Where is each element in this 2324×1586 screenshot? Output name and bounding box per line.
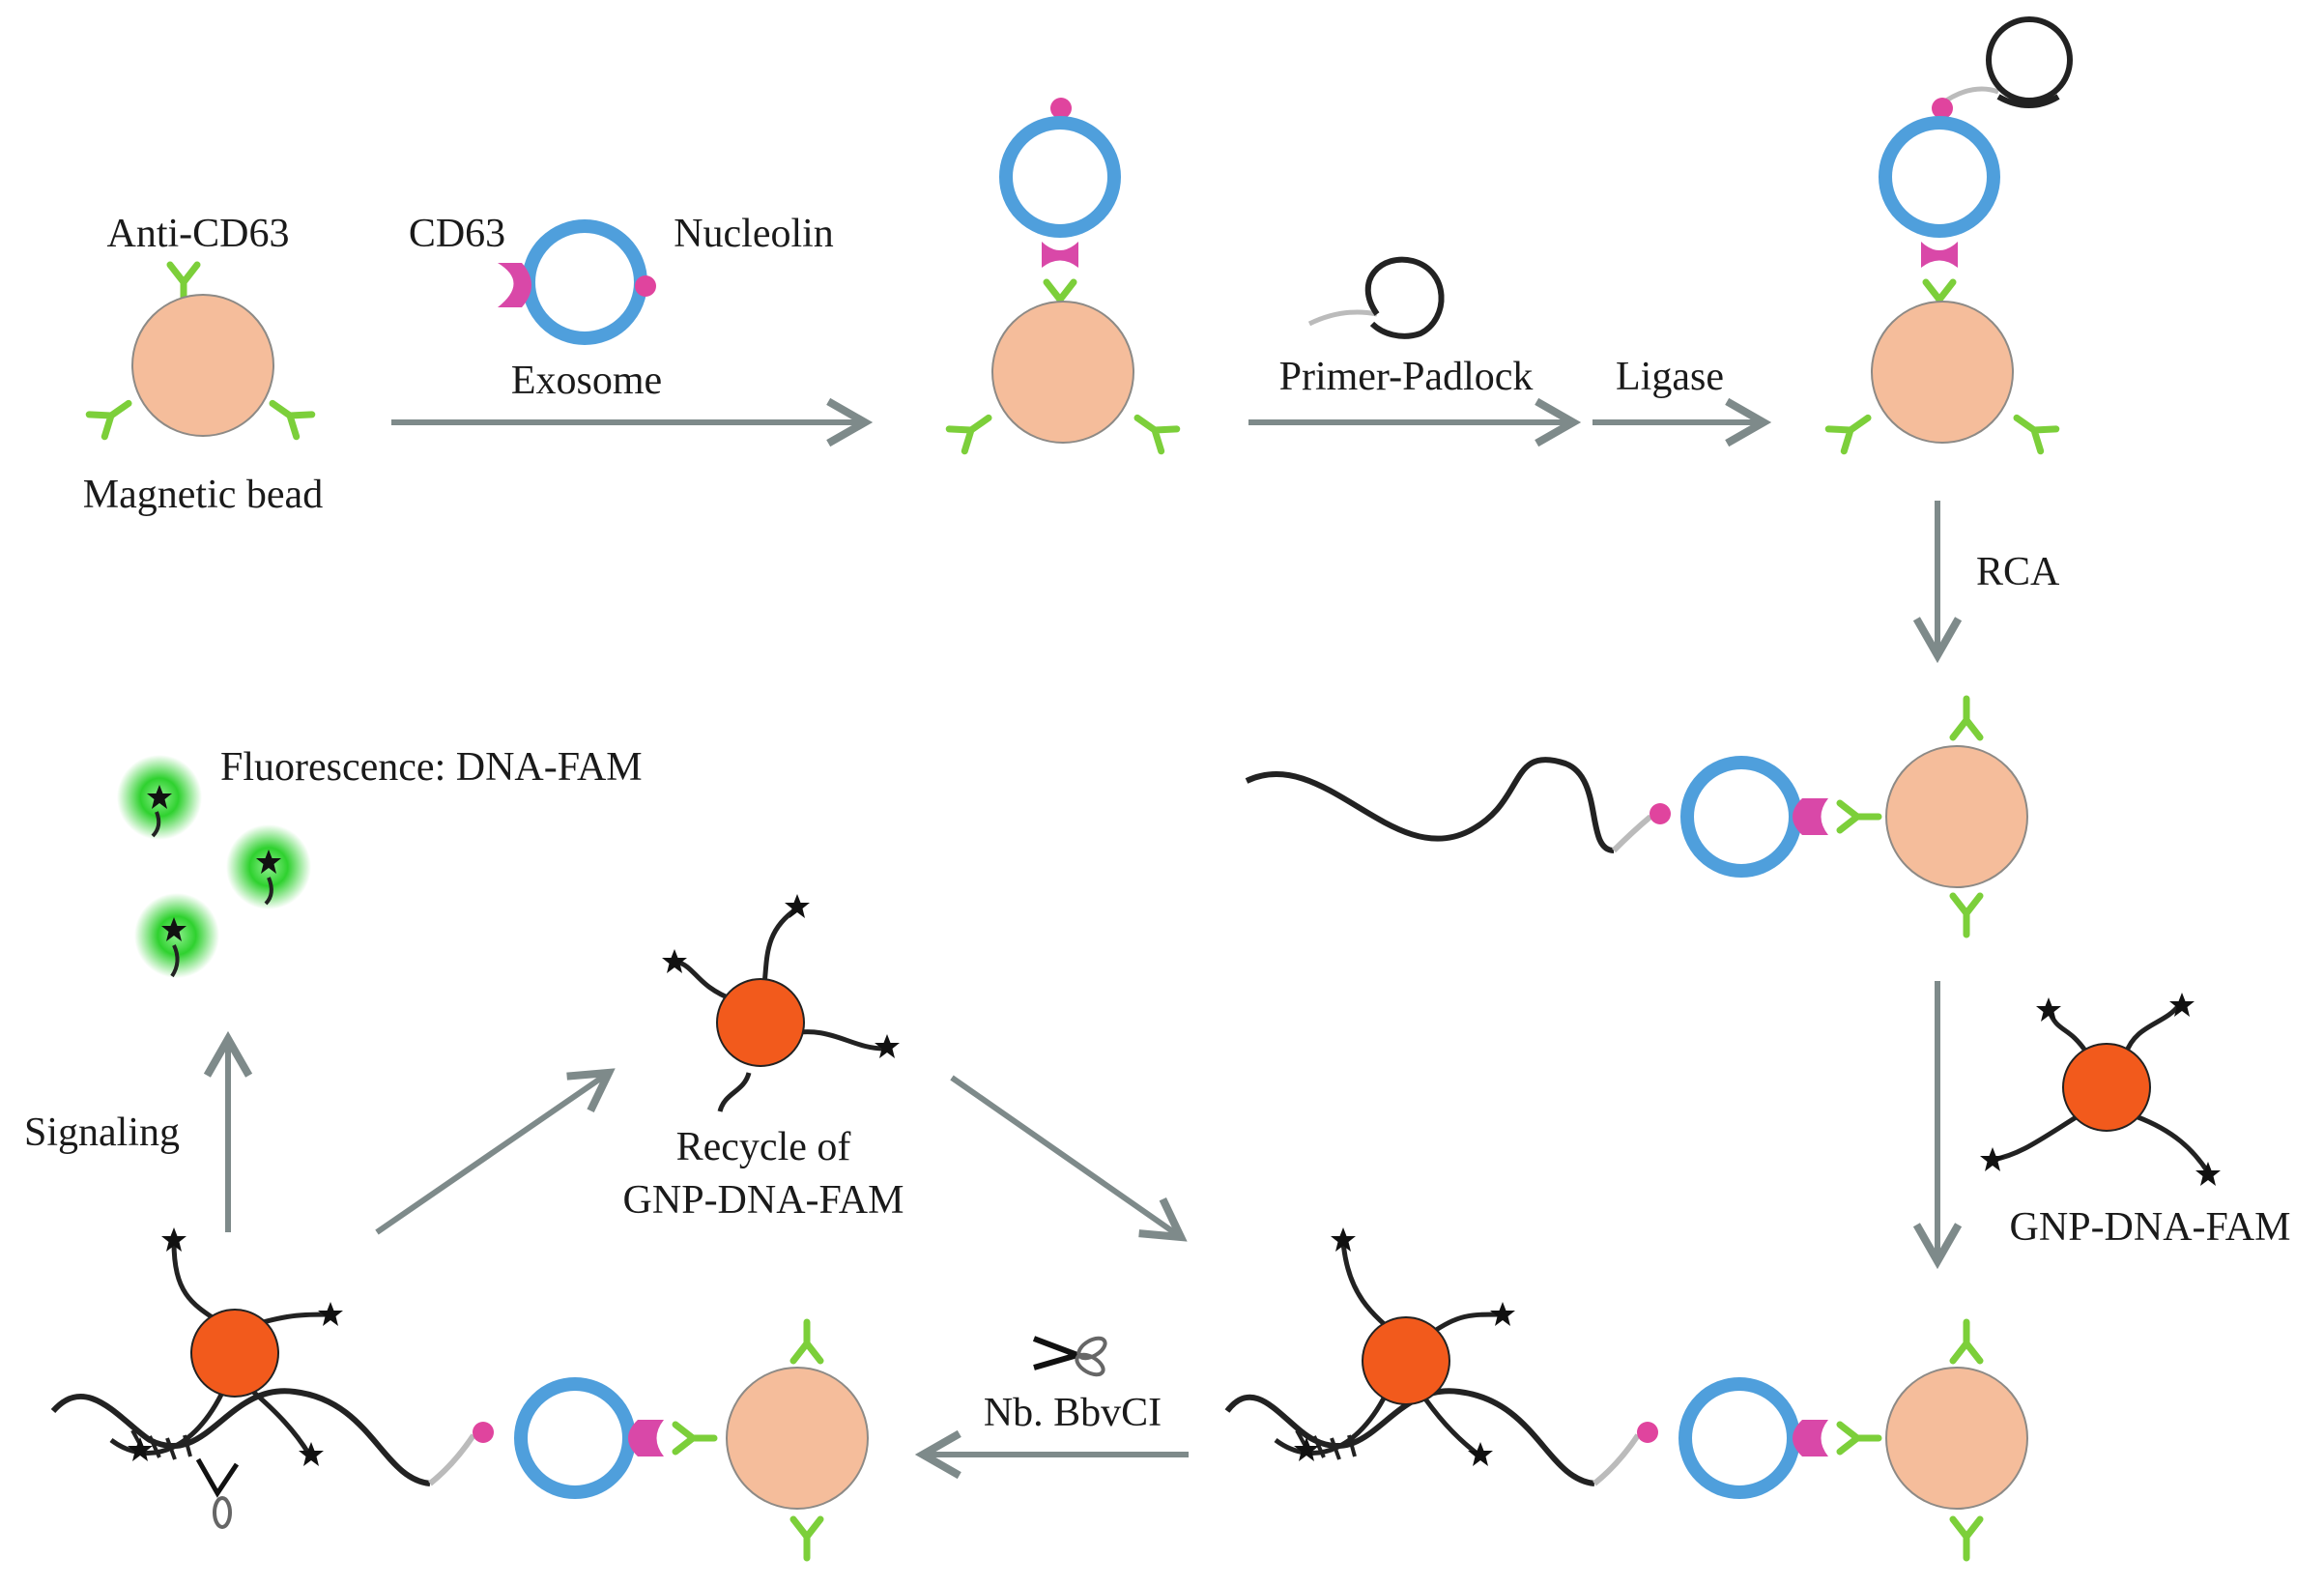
rca-product-complex <box>1245 699 2028 935</box>
hybridized-complex-right <box>1224 1227 2028 1558</box>
label-fluorescence: Fluorescence: DNA-FAM <box>220 745 643 790</box>
label-nb-bbvci: Nb. BbvCI <box>984 1391 1162 1435</box>
arrow-recycle-down <box>950 1075 1188 1242</box>
label-rca: RCA <box>1976 550 2060 594</box>
label-nucleolin: Nucleolin <box>674 212 834 256</box>
label-magnetic-bead: Magnetic bead <box>83 473 323 517</box>
primer-padlock-icon <box>1307 256 1445 339</box>
label-primer-padlock: Primer-Padlock <box>1279 355 1534 399</box>
gnp-dna-fam-probe <box>1980 993 2221 1186</box>
label-gnp-dna-fam: GNP-DNA-FAM <box>2010 1205 2291 1250</box>
label-cd63: CD63 <box>409 212 505 256</box>
scissors-icon <box>1032 1336 1107 1377</box>
label-anti-cd63: Anti-CD63 <box>107 212 290 256</box>
label-signaling: Signaling <box>24 1110 180 1155</box>
label-exosome: Exosome <box>511 359 662 403</box>
nicked-complex-left <box>50 1227 869 1558</box>
ligated-complex <box>1828 16 2073 451</box>
recycled-gnp-dna-fam <box>662 894 900 1112</box>
exosome-icon <box>498 219 656 345</box>
arrow-recycle-up <box>375 1068 616 1235</box>
fluorescent-dna-fam-group <box>117 755 311 978</box>
label-ligase: Ligase <box>1616 355 1724 399</box>
bead-exosome-complex <box>949 98 1177 451</box>
label-recycle-line1: Recycle of <box>676 1125 851 1169</box>
magnetic-bead-with-antibodies <box>89 265 312 437</box>
label-recycle-line2: GNP-DNA-FAM <box>623 1178 904 1223</box>
